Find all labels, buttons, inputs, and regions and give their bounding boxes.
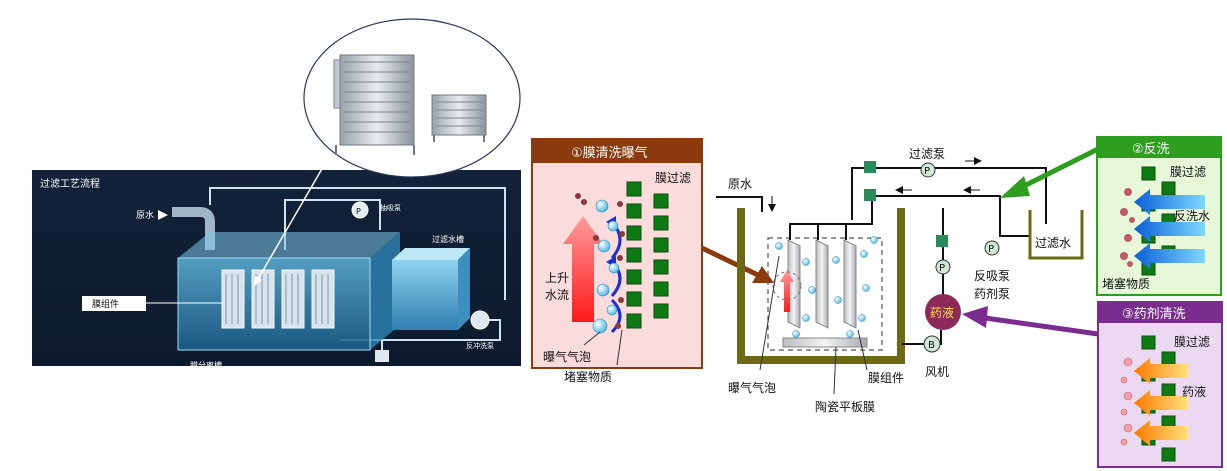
box2-clogging-particles <box>1120 188 1135 267</box>
raw-water-label-center: 原水 <box>728 177 752 191</box>
module-photo-large <box>333 54 415 155</box>
center-module-label: 膜组件 <box>868 371 904 385</box>
raw-water-label: 原水 <box>136 209 154 221</box>
chemical-ball-label: 药液 <box>930 305 954 320</box>
upflow-label-2: 水流 <box>545 288 569 302</box>
raw-water-pipe <box>716 196 763 212</box>
center-piping <box>789 167 1047 345</box>
filter-pump-icon <box>920 162 936 178</box>
module-photo-small <box>431 94 487 142</box>
process-flow-panel: 过滤工艺流程 原水 膜组件 膜分离槽 P 抽吸泵 <box>32 170 521 374</box>
backsuction-pump-icon <box>984 240 1000 256</box>
filtered-tank-top <box>392 248 470 260</box>
blower-label-center: 风机 <box>925 365 949 379</box>
box1-clogging-label: 堵塞物质 <box>564 369 612 384</box>
blower-label: 鼓风机 <box>374 365 395 374</box>
box3-membrane-label: 膜过滤 <box>1174 335 1210 349</box>
upflow-arrow-icon <box>563 216 603 322</box>
box1-membrane-label: 膜过滤 <box>655 171 691 185</box>
suction-pump-label: 抽吸泵 <box>380 203 401 212</box>
filtered-tank-label: 过滤水槽 <box>432 234 464 244</box>
filtered-water-tank <box>1028 210 1084 260</box>
box3-header <box>1098 302 1222 323</box>
module-photo-callout <box>253 18 521 287</box>
upflow-label-1: 上升 <box>545 271 569 285</box>
chemical-ball <box>925 294 961 330</box>
blower-icon <box>375 350 389 362</box>
box3-chemical-label: 药液 <box>1182 384 1206 399</box>
chemical-pump-label: 药剂泵 <box>974 286 1010 301</box>
svg-text:P: P <box>924 166 930 177</box>
center-tank <box>737 208 905 364</box>
box2-to-pipe-arrow <box>1000 145 1102 198</box>
box2-clogging-label: 堵塞物质 <box>1102 276 1150 291</box>
blower-icon-center <box>923 335 941 353</box>
svg-text:P: P <box>988 244 994 255</box>
svg-text:P: P <box>356 207 361 216</box>
chemical-pump-icon <box>935 259 951 275</box>
box2-membrane-label: 膜过滤 <box>1170 165 1206 179</box>
box2-title: ②反洗 <box>1132 142 1170 157</box>
box1-clogging-particles <box>575 193 625 329</box>
membrane-modules <box>221 269 335 329</box>
pipe-suction <box>284 199 381 250</box>
center-aeration-label: 曝气气泡 <box>728 380 776 395</box>
module-label: 膜组件 <box>92 298 119 310</box>
box1-title: ①膜清洗曝气 <box>571 145 648 161</box>
box1-membrane-columns <box>626 181 669 329</box>
callout-circle <box>772 271 802 301</box>
box1-header <box>532 139 702 163</box>
pipe-top <box>209 187 506 300</box>
aeration-diffuser <box>782 337 868 348</box>
backwash-pump-label: 反冲洗泵 <box>466 341 494 350</box>
box3-title: ③药剂清洗 <box>1122 307 1186 322</box>
filter-pump-label: 过滤泵 <box>909 147 945 161</box>
ceramic-plates <box>787 239 857 329</box>
module-label-box <box>82 296 146 311</box>
center-schematic: 原水 过滤泵 P P 反吸泵 <box>716 147 1084 414</box>
valve-icon <box>864 161 876 173</box>
backwash-water-label: 反洗水 <box>1174 209 1210 223</box>
valve-icon <box>936 235 948 247</box>
suction-pump-icon <box>351 201 369 219</box>
filtered-tank <box>392 260 458 330</box>
ceramic-membrane-label: 陶瓷平板膜 <box>815 399 875 414</box>
inlet-pipe <box>172 207 215 250</box>
pipe-backwash <box>340 319 501 341</box>
tank-upflow-arrow-icon <box>780 270 794 312</box>
raw-water-arrow-icon <box>158 210 168 220</box>
filtered-water-label: 过滤水 <box>1035 236 1071 250</box>
backwash-pump-icon <box>470 310 490 330</box>
box1-bubbles <box>592 199 620 334</box>
process-title: 过滤工艺流程 <box>40 177 100 190</box>
tank-bubbles <box>775 236 878 338</box>
tank-top <box>178 232 400 258</box>
box1-aeration-label: 曝气气泡 <box>543 349 591 364</box>
box-membrane-aeration: ①膜清洗曝气 膜过滤 上升 水流 <box>531 138 703 384</box>
backsuction-pump-label: 反吸泵 <box>974 269 1010 283</box>
box1-to-tank-arrow <box>700 245 774 283</box>
box3-dissolving-particles <box>1120 357 1133 446</box>
svg-text:P: P <box>939 263 945 274</box>
valve-icon <box>864 189 876 201</box>
box3-to-chemical-arrow <box>962 306 1099 337</box>
chemical-arrows <box>1134 358 1188 446</box>
box-backwash: ②反洗 膜过滤 反洗水 堵塞物质 <box>1096 136 1222 296</box>
box-chemical-cleaning: ③药剂清洗 膜过滤 药液 <box>1097 301 1223 468</box>
zoom-pointer <box>253 154 331 287</box>
backwash-arrows <box>1134 189 1205 269</box>
module-dashed-box <box>767 237 883 351</box>
membrane-tank-label: 膜分离槽 <box>190 360 222 370</box>
svg-text:B: B <box>928 340 935 351</box>
box2-header <box>1097 137 1221 158</box>
